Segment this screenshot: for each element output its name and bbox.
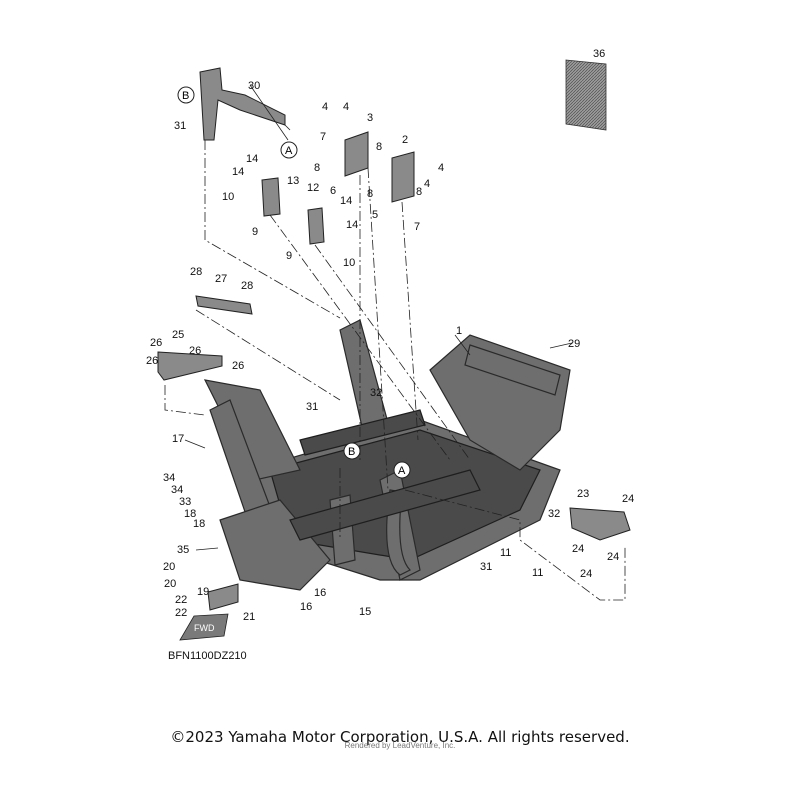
- callout-22a: 22: [175, 594, 187, 606]
- callout-26c: 26: [189, 345, 201, 357]
- callout-13: 13: [287, 175, 299, 187]
- callout-18b: 18: [193, 518, 205, 530]
- callout-26a: 26: [150, 337, 162, 349]
- callout-3: 3: [367, 112, 373, 124]
- callout-14c: 14: [340, 195, 352, 207]
- callout-7a: 7: [320, 131, 326, 143]
- callout-4d: 4: [424, 178, 430, 190]
- callout-2: 2: [402, 134, 408, 146]
- fwd-label: FWD: [194, 623, 215, 633]
- callout-26d: 26: [232, 360, 244, 372]
- ref-a-text-frame: A: [398, 465, 406, 477]
- callout-14a: 14: [246, 153, 258, 165]
- callout-8b: 8: [314, 162, 320, 174]
- callout-4c: 4: [438, 162, 444, 174]
- ref-a-text-top: A: [285, 145, 293, 157]
- callout-28a: 28: [190, 266, 202, 278]
- upper-brackets: FWD: [157, 67, 631, 641]
- callout-16a: 16: [314, 587, 326, 599]
- callout-5: 5: [372, 209, 378, 221]
- callout-4b: 4: [343, 101, 349, 113]
- callout-24a: 24: [622, 493, 634, 505]
- ref-a-circle-top: [280, 141, 298, 159]
- callout-22b: 22: [175, 607, 187, 619]
- callout-25: 25: [172, 329, 184, 341]
- callout-29: 29: [568, 338, 580, 350]
- callout-28b: 28: [241, 280, 253, 292]
- callout-24d: 24: [580, 568, 592, 580]
- callout-24b: 24: [572, 543, 584, 555]
- ref-b-circle-frame: [343, 442, 361, 460]
- callout-6: 6: [330, 185, 336, 197]
- callout-35: 35: [177, 544, 189, 556]
- ref-b-text-top: B: [182, 90, 189, 102]
- label-sticker-part: [565, 59, 607, 131]
- callout-8d: 8: [416, 186, 422, 198]
- callout-24c: 24: [607, 551, 619, 563]
- ref-b-circle-top: [177, 86, 195, 104]
- ref-a-circle-frame: [393, 461, 411, 479]
- callout-26b: 26: [146, 355, 158, 367]
- callout-10b: 10: [343, 257, 355, 269]
- callout-19: 19: [197, 586, 209, 598]
- callout-18a: 18: [184, 508, 196, 520]
- callout-33: 33: [179, 496, 191, 508]
- callout-8a: 8: [376, 141, 382, 153]
- callout-21: 21: [243, 611, 255, 623]
- copyright-notice: ©2023 Yamaha Motor Corporation, U.S.A. A…: [170, 728, 630, 746]
- leader-lines: [164, 84, 626, 601]
- callout-12: 12: [307, 182, 319, 194]
- callout-17: 17: [172, 433, 184, 445]
- callout-7b: 7: [414, 221, 420, 233]
- callout-20b: 20: [164, 578, 176, 590]
- callout-16b: 16: [300, 601, 312, 613]
- callout-30: 30: [248, 80, 260, 92]
- callout-11b: 11: [532, 567, 543, 579]
- callout-11a: 11: [500, 547, 511, 559]
- callout-4a: 4: [322, 101, 328, 113]
- callout-8c: 8: [367, 188, 373, 200]
- callout-34a: 34: [163, 472, 175, 484]
- callout-31c: 31: [480, 561, 492, 573]
- callout-36: 36: [593, 48, 605, 60]
- reference-circles: B A B A: [177, 86, 411, 479]
- callout-15: 15: [359, 606, 371, 618]
- main-frame: [203, 319, 571, 591]
- callout-numbers: 1 2 3 4 4 4 4 5 6 7 7 8 8 8 8 9 9 10 10 …: [146, 48, 634, 623]
- callout-9a: 9: [252, 226, 258, 238]
- callout-10a: 10: [222, 191, 234, 203]
- ref-b-text-frame: B: [348, 446, 355, 458]
- callout-27: 27: [215, 273, 227, 285]
- fwd-arrow: [179, 613, 229, 641]
- callout-32a: 32: [370, 387, 382, 399]
- callout-31b: 31: [306, 401, 318, 413]
- rendered-by-note: Rendered by LeadVenture, Inc.: [344, 741, 456, 750]
- callout-14b: 14: [232, 166, 244, 178]
- callout-1: 1: [456, 325, 462, 337]
- callout-14d: 14: [346, 219, 358, 231]
- callout-9b: 9: [286, 250, 292, 262]
- callout-32b: 32: [548, 508, 560, 520]
- diagram-code: BFN1100DZ210: [168, 650, 247, 662]
- callout-23: 23: [577, 488, 589, 500]
- callout-34b: 34: [171, 484, 183, 496]
- callout-31a: 31: [174, 120, 186, 132]
- callout-20a: 20: [163, 561, 175, 573]
